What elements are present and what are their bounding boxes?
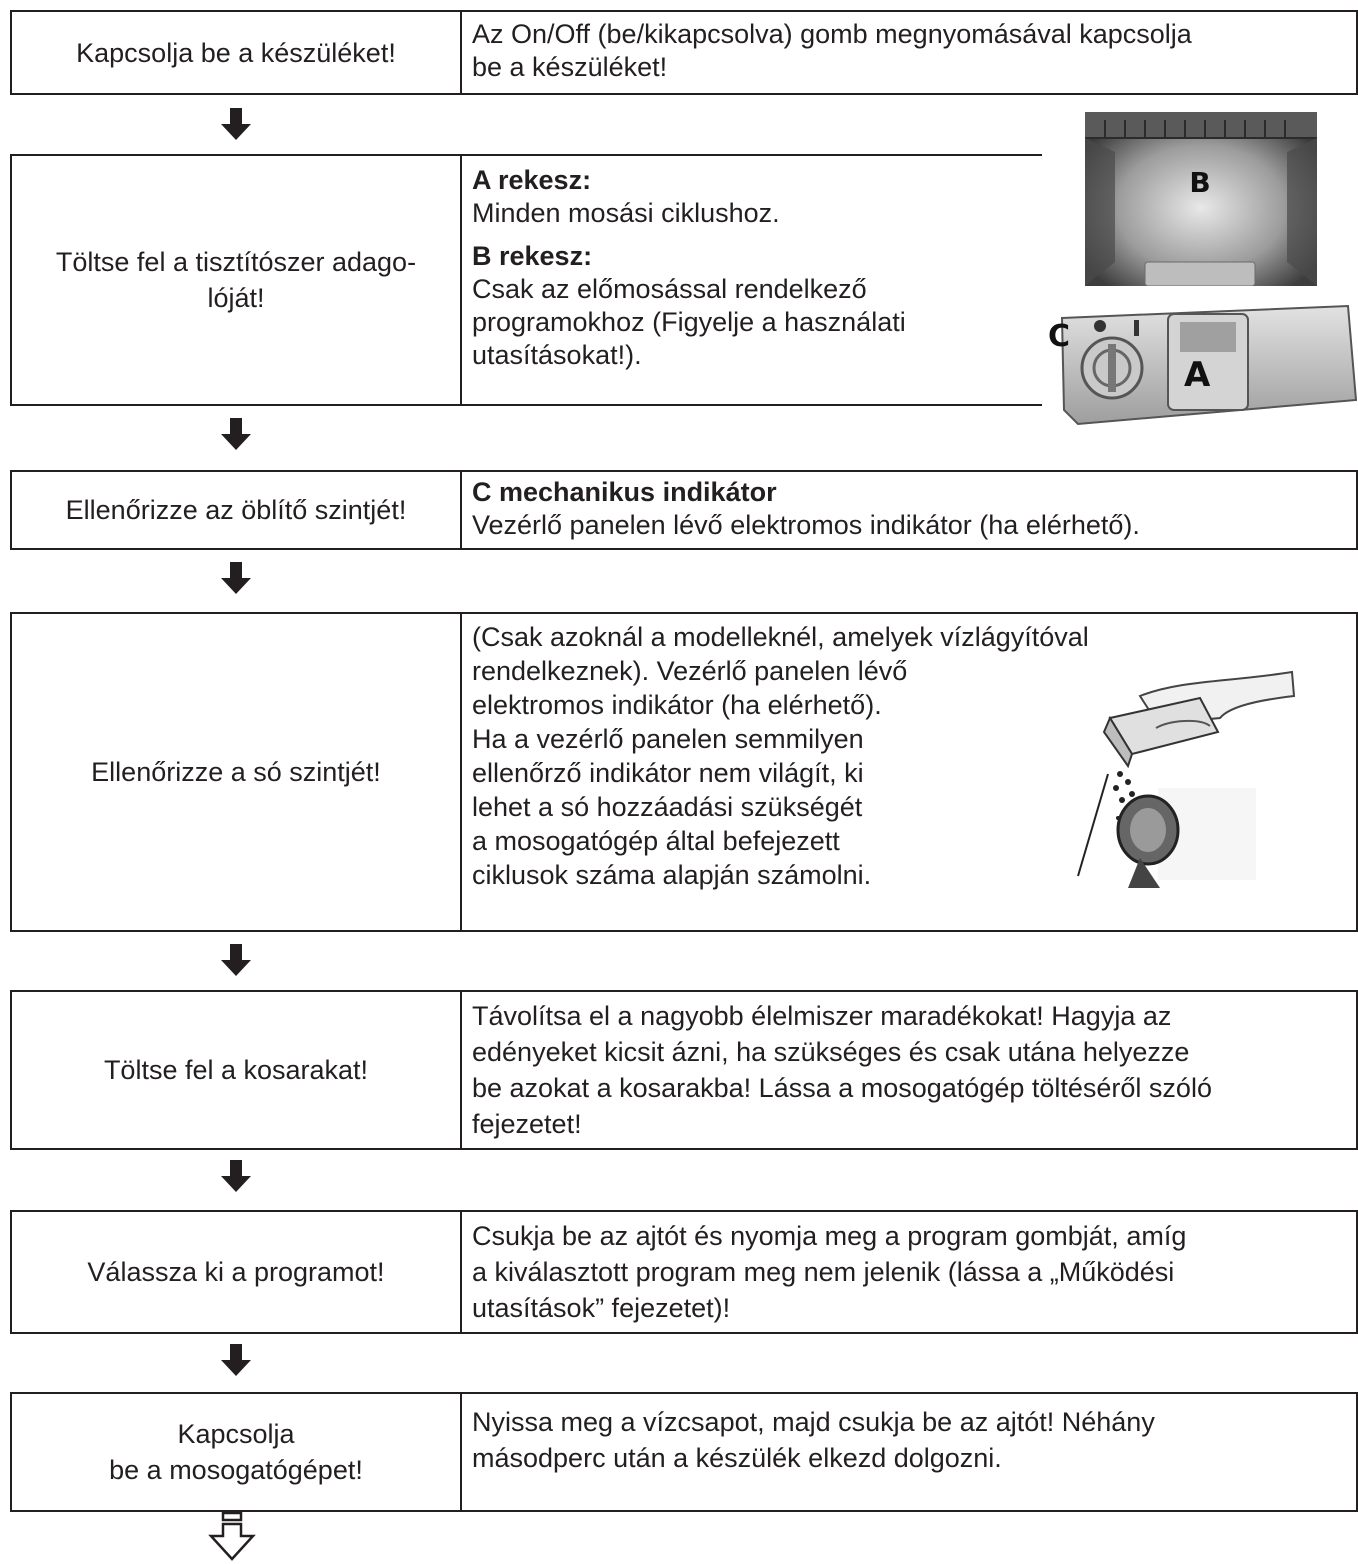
arrow-down-icon [221, 418, 251, 450]
label-c: C [1048, 319, 1070, 354]
arrow-down-icon [221, 108, 251, 140]
detergent-dispenser-photo: C A [1048, 304, 1358, 426]
step-2-action: Töltse fel a tisztítószer adago- lóját! [55, 247, 417, 313]
step-1-description: Az On/Off (be/kikapcsolva) gomb megnyomá… [472, 19, 1192, 82]
arrow-down-icon [221, 562, 251, 594]
step-7: Kapcsolja be a mosogatógépet! Nyissa meg… [10, 1392, 1358, 1512]
compartment-a-title: A rekesz: [472, 165, 592, 195]
label-a: A [1184, 355, 1211, 395]
step-4-description-line-1: (Csak azoknál a modelleknél, amelyek víz… [472, 622, 1089, 652]
step-6: Válassza ki a programot! Csukja be az aj… [10, 1210, 1358, 1334]
step-7-action: Kapcsolja be a mosogatógépet! [109, 1419, 363, 1485]
step-5: Töltse fel a kosarakat! Távolítsa el a n… [10, 990, 1358, 1150]
step-1-action: Kapcsolja be a készüléket! [76, 37, 396, 68]
salt-pouring-illustration [1077, 670, 1296, 888]
compartment-a-text: Minden mosási ciklushoz. [472, 198, 780, 228]
indicator-title: C mechanikus indikátor [472, 477, 777, 507]
step-5-description: Távolítsa el a nagyobb élelmiszer maradé… [472, 1001, 1212, 1139]
step-1: Kapcsolja be a készüléket! Az On/Off (be… [10, 10, 1358, 95]
dishwasher-interior-photo: B [1085, 112, 1317, 286]
step-3-description: Vezérlő panelen lévő elektromos indikáto… [472, 510, 1140, 540]
compartment-b-title: B rekesz: [472, 241, 593, 271]
step-4-description: rendelkeznek). Vezérlő panelen lévő elek… [472, 656, 908, 890]
label-b: B [1189, 166, 1210, 199]
arrow-down-icon [221, 1344, 251, 1376]
arrow-down-icon [221, 1160, 251, 1192]
compartment-b-text: Csak az előmosással rendelkező programok… [472, 274, 906, 370]
step-3: Ellenőrizze az öblítő szintjét! C mechan… [10, 470, 1358, 550]
arrow-down-icon [221, 944, 251, 976]
step-5-action: Töltse fel a kosarakat! [103, 1055, 369, 1085]
step-7-description: Nyissa meg a vízcsapot, majd csukja be a… [472, 1407, 1155, 1473]
step-6-description: Csukja be az ajtót és nyomja meg a progr… [472, 1221, 1187, 1323]
step-6-action: Válassza ki a programot! [87, 1257, 385, 1287]
step-2: Töltse fel a tisztítószer adago- lóját! … [10, 154, 1042, 406]
outline-arrow-down-icon [208, 1512, 256, 1561]
step-3-action: Ellenőrizze az öblítő szintjét! [65, 495, 407, 525]
step-4-action: Ellenőrizze a só szintjét! [91, 757, 381, 787]
